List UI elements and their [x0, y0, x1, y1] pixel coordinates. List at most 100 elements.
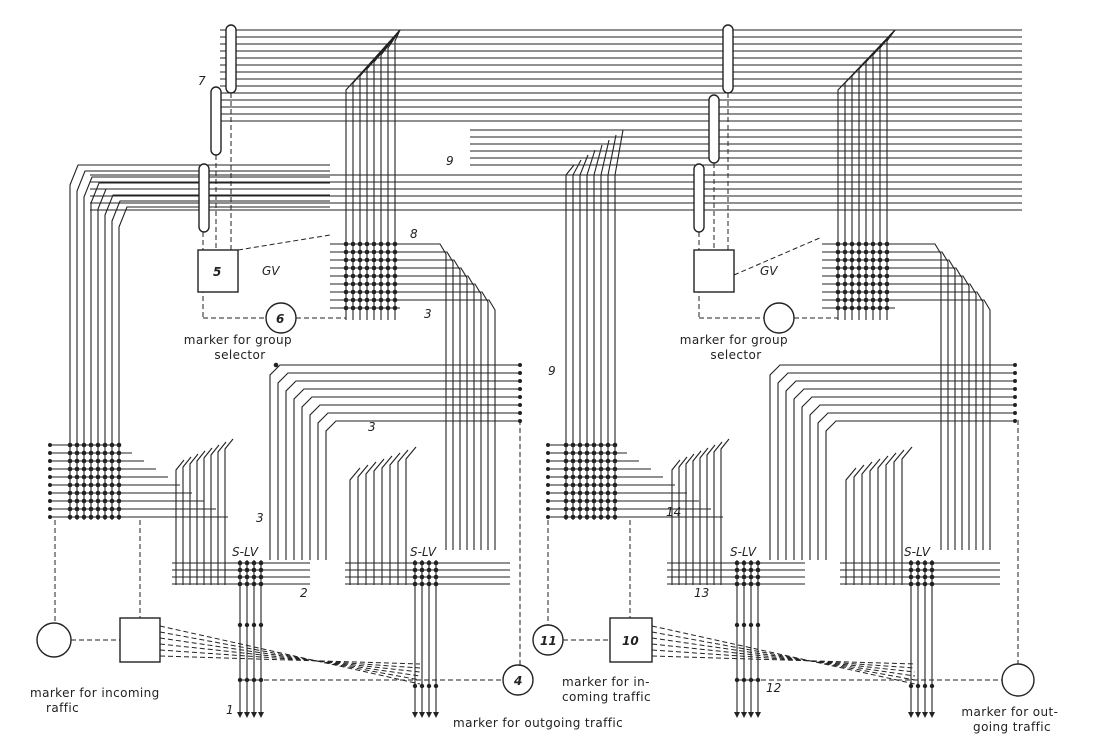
crosspoint	[884, 281, 890, 287]
wire	[777, 372, 1015, 560]
marker-circle-6	[265, 302, 297, 334]
crosspoint	[109, 490, 115, 496]
crosspoint	[584, 498, 590, 504]
wire	[301, 396, 520, 560]
capsule-contact	[210, 86, 222, 156]
wire	[801, 396, 1015, 560]
crosspoint	[922, 574, 928, 580]
crosspoint	[748, 581, 754, 587]
crosspoint	[67, 498, 73, 504]
crosspoint	[877, 241, 883, 247]
arrowhead	[748, 712, 754, 718]
crosspoint	[856, 305, 862, 311]
wire	[651, 631, 916, 681]
crosspoint	[48, 459, 52, 463]
crosspoint	[48, 467, 52, 471]
crosspoint	[419, 683, 425, 689]
crosspoint	[877, 273, 883, 279]
crosspoint	[88, 506, 94, 512]
wire	[400, 267, 468, 550]
crosspoint	[546, 499, 550, 503]
crosspoint	[116, 514, 122, 520]
crosspoint	[81, 466, 87, 472]
crosspoint	[748, 567, 754, 573]
crosspoint	[518, 363, 522, 367]
wire	[217, 441, 227, 585]
crosspoint	[734, 560, 740, 566]
wire	[400, 299, 496, 550]
crosspoint	[95, 442, 101, 448]
crosspoint	[570, 450, 576, 456]
wire	[886, 29, 896, 320]
crosspoint	[102, 498, 108, 504]
gv-label-left: GV	[262, 264, 280, 278]
wire	[692, 450, 702, 585]
crosspoint	[842, 241, 848, 247]
crosspoint	[343, 273, 349, 279]
wire	[877, 455, 889, 585]
arrowhead	[734, 712, 740, 718]
crosspoint	[856, 273, 862, 279]
marker-circle-outgoing-right	[1001, 663, 1035, 697]
crosspoint	[863, 281, 869, 287]
crosspoint	[74, 506, 80, 512]
crosspoint	[849, 257, 855, 263]
wire	[380, 29, 401, 320]
wire	[895, 275, 970, 550]
crosspoint	[364, 305, 370, 311]
crosspoint	[741, 567, 747, 573]
crosspoint	[343, 289, 349, 295]
crosspoint	[1013, 395, 1017, 399]
wire	[210, 444, 220, 585]
wire	[671, 459, 681, 585]
crosspoint	[563, 458, 569, 464]
crosspoint	[863, 265, 869, 271]
crosspoint	[74, 498, 80, 504]
crosspoint	[343, 281, 349, 287]
wire	[397, 449, 409, 585]
crosspoint	[563, 466, 569, 472]
wire	[111, 200, 330, 520]
crosspoint	[598, 450, 604, 456]
caption-line: marker for group	[680, 333, 788, 347]
crosspoint	[546, 491, 550, 495]
crosspoint	[929, 683, 935, 689]
arrowhead	[244, 712, 250, 718]
crosspoint	[364, 249, 370, 255]
crosspoint	[835, 289, 841, 295]
crosspoint	[109, 482, 115, 488]
slv-label-1: S-LV	[232, 545, 259, 559]
wire	[895, 267, 963, 550]
crosspoint	[741, 574, 747, 580]
wire	[90, 182, 330, 520]
wire	[895, 299, 991, 550]
crosspoint	[251, 622, 257, 628]
crosspoint	[48, 491, 52, 495]
crosspoint	[357, 249, 363, 255]
wire	[893, 449, 905, 585]
crosspoint	[734, 567, 740, 573]
wire	[565, 164, 575, 520]
wire	[182, 456, 192, 585]
crosspoint	[81, 482, 87, 488]
crosspoint	[371, 297, 377, 303]
crosspoint	[109, 498, 115, 504]
crosspoint	[244, 560, 250, 566]
crosspoint	[870, 297, 876, 303]
wire	[733, 236, 823, 276]
crosspoint	[835, 249, 841, 255]
wire	[196, 450, 206, 585]
crosspoint	[584, 466, 590, 472]
crosspoint	[849, 241, 855, 247]
crosspoint	[433, 560, 439, 566]
crosspoint	[48, 499, 52, 503]
crosspoint	[378, 289, 384, 295]
crosspoint	[237, 560, 243, 566]
crosspoint	[385, 297, 391, 303]
crosspoint	[842, 257, 848, 263]
components	[36, 24, 1035, 697]
crosspoint	[433, 683, 439, 689]
crosspoint	[102, 506, 108, 512]
marker-circle-11	[532, 624, 564, 656]
crosspoint	[734, 677, 740, 683]
